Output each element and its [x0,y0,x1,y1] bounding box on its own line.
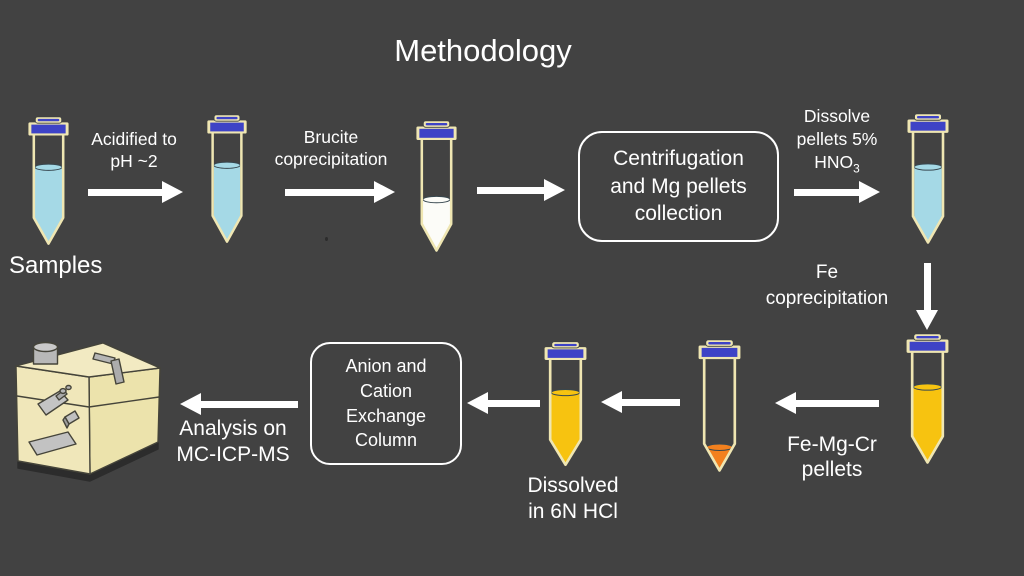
stray-dot [325,237,328,241]
page-title: Methodology [394,33,572,68]
arrow-right-3 [477,179,565,201]
arrow-left-4 [180,393,298,415]
exchange-column-box: Anion and Cation Exchange Column [310,342,462,465]
mc-icp-ms-instrument-icon [15,341,161,482]
tube-acidified [204,114,250,247]
arrow-right-1 [88,181,183,203]
tube-6n-hcl [541,341,590,470]
fe-coprecipitation-label: Fe coprecipitation [765,262,889,309]
dissolved-6nhcl-label: Dissolved in 6N HCl [527,474,619,523]
tube-samples [25,116,72,249]
tube-fe-coprecip [903,333,952,468]
femgcr-pellets-label: Fe-Mg-Cr pellets [787,433,877,481]
dissolve-label: Dissolve pellets 5% HNO3 [796,106,878,175]
tube-brucite-precip [413,120,460,256]
acidified-label: Acidified to pH ~2 [91,129,177,171]
arrow-down-1 [916,263,938,330]
tube-femgcr-pellet [695,339,744,476]
brucite-label: Brucite coprecipitation [274,127,388,169]
centrifugation-box: Centrifugation and Mg pellets collection [578,131,779,242]
arrow-right-2 [285,181,395,203]
analysis-label: Analysis on MC-ICP-MS [176,417,290,467]
tube-dissolved-hno3 [904,113,952,248]
arrow-left-2 [601,391,680,413]
samples-label: Samples [9,252,103,279]
arrow-left-3 [467,392,540,414]
arrow-right-4 [794,181,880,203]
arrow-left-1 [775,392,879,414]
